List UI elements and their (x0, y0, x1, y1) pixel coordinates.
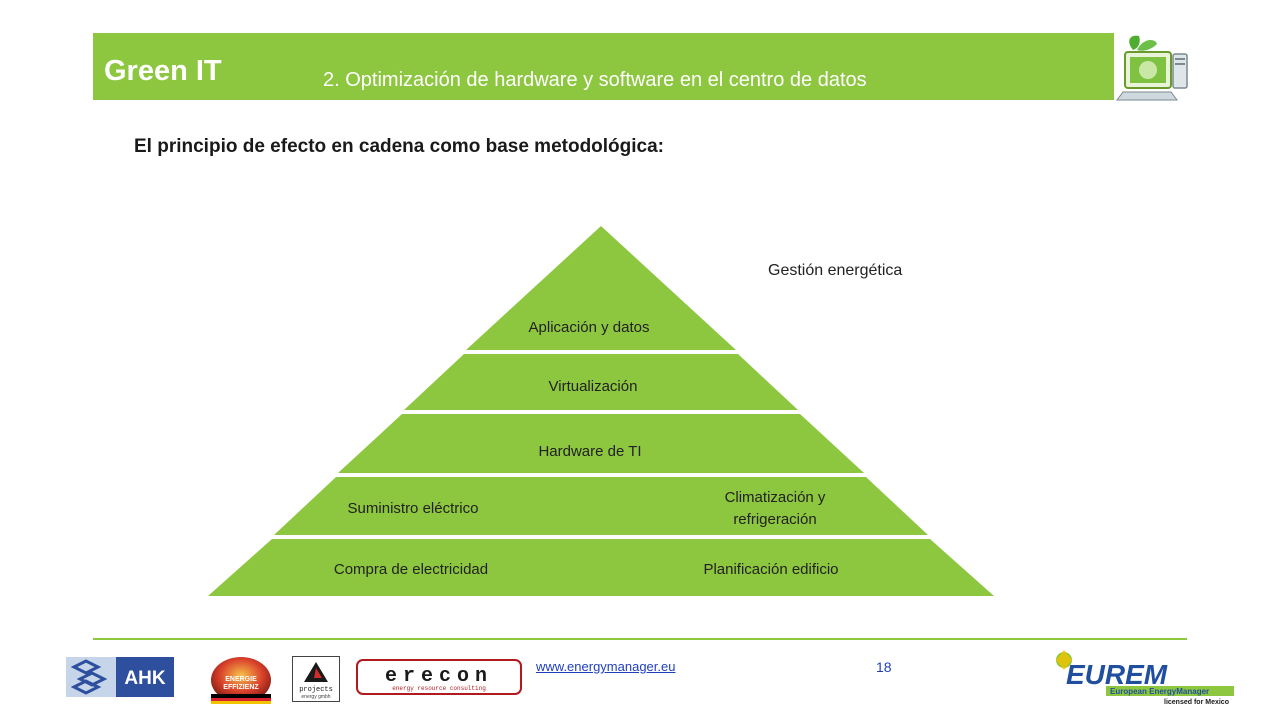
projects-logo: projects energy gmbh (292, 656, 340, 702)
ahk-logo-text: AHK (124, 668, 165, 689)
page-number: 18 (876, 659, 892, 675)
page-subtitle: 2. Optimización de hardware y software e… (323, 69, 867, 91)
ahk-logo: AHK (66, 657, 174, 697)
energie-logo-line1: ENERGIE (225, 676, 257, 683)
eurem-logo: EUREM European EnergyManager licensed fo… (1056, 650, 1234, 706)
pyramid-layer-4 (274, 477, 928, 535)
eurem-logo-subtext: European EnergyManager (1110, 687, 1209, 696)
energy-management-label: Gestión energética (768, 262, 903, 279)
layer-2-label: Virtualización (549, 378, 638, 395)
layer-4-right-label-line1: Climatización y (725, 489, 826, 506)
page-title: Green IT (104, 55, 222, 87)
energymanager-link[interactable]: www.energymanager.eu (536, 659, 676, 674)
layer-4-left-label: Suministro eléctrico (348, 500, 479, 517)
footer-divider (93, 638, 1187, 640)
pyramid-layer-3 (338, 414, 864, 473)
layer-4-right-label-line2: refrigeración (733, 511, 816, 528)
pyramid-layer-5 (208, 539, 994, 596)
projects-logo-subtext: energy gmbh (301, 694, 330, 700)
eurem-logo-text: EUREM (1066, 659, 1168, 690)
layer-1-label: Aplicación y datos (529, 319, 650, 336)
erecon-logo-subtext: energy resource consulting (392, 685, 486, 692)
energie-logo-line2: EFFIZIENZ (223, 684, 259, 691)
section-heading: El principio de efecto en cadena como ba… (134, 136, 665, 157)
pyramid-layer-1 (466, 226, 736, 350)
layer-5-left-label: Compra de electricidad (334, 561, 488, 578)
erecon-logo: erecon energy resource consulting (356, 659, 522, 695)
eurem-logo-subtext2: licensed for Mexico (1164, 699, 1229, 706)
layer-5-right-label: Planificación edificio (703, 561, 838, 578)
erecon-logo-text: erecon (385, 665, 493, 688)
projects-logo-text: projects (299, 686, 333, 694)
header-bar: Green IT 2. Optimización de hardware y s… (93, 33, 1114, 100)
layer-3-label: Hardware de TI (538, 443, 641, 460)
green-computer-icon (1116, 35, 1188, 101)
pyramid-layer-2 (404, 354, 798, 410)
energie-effizienz-logo: ENERGIE EFFIZIENZ (211, 657, 271, 704)
